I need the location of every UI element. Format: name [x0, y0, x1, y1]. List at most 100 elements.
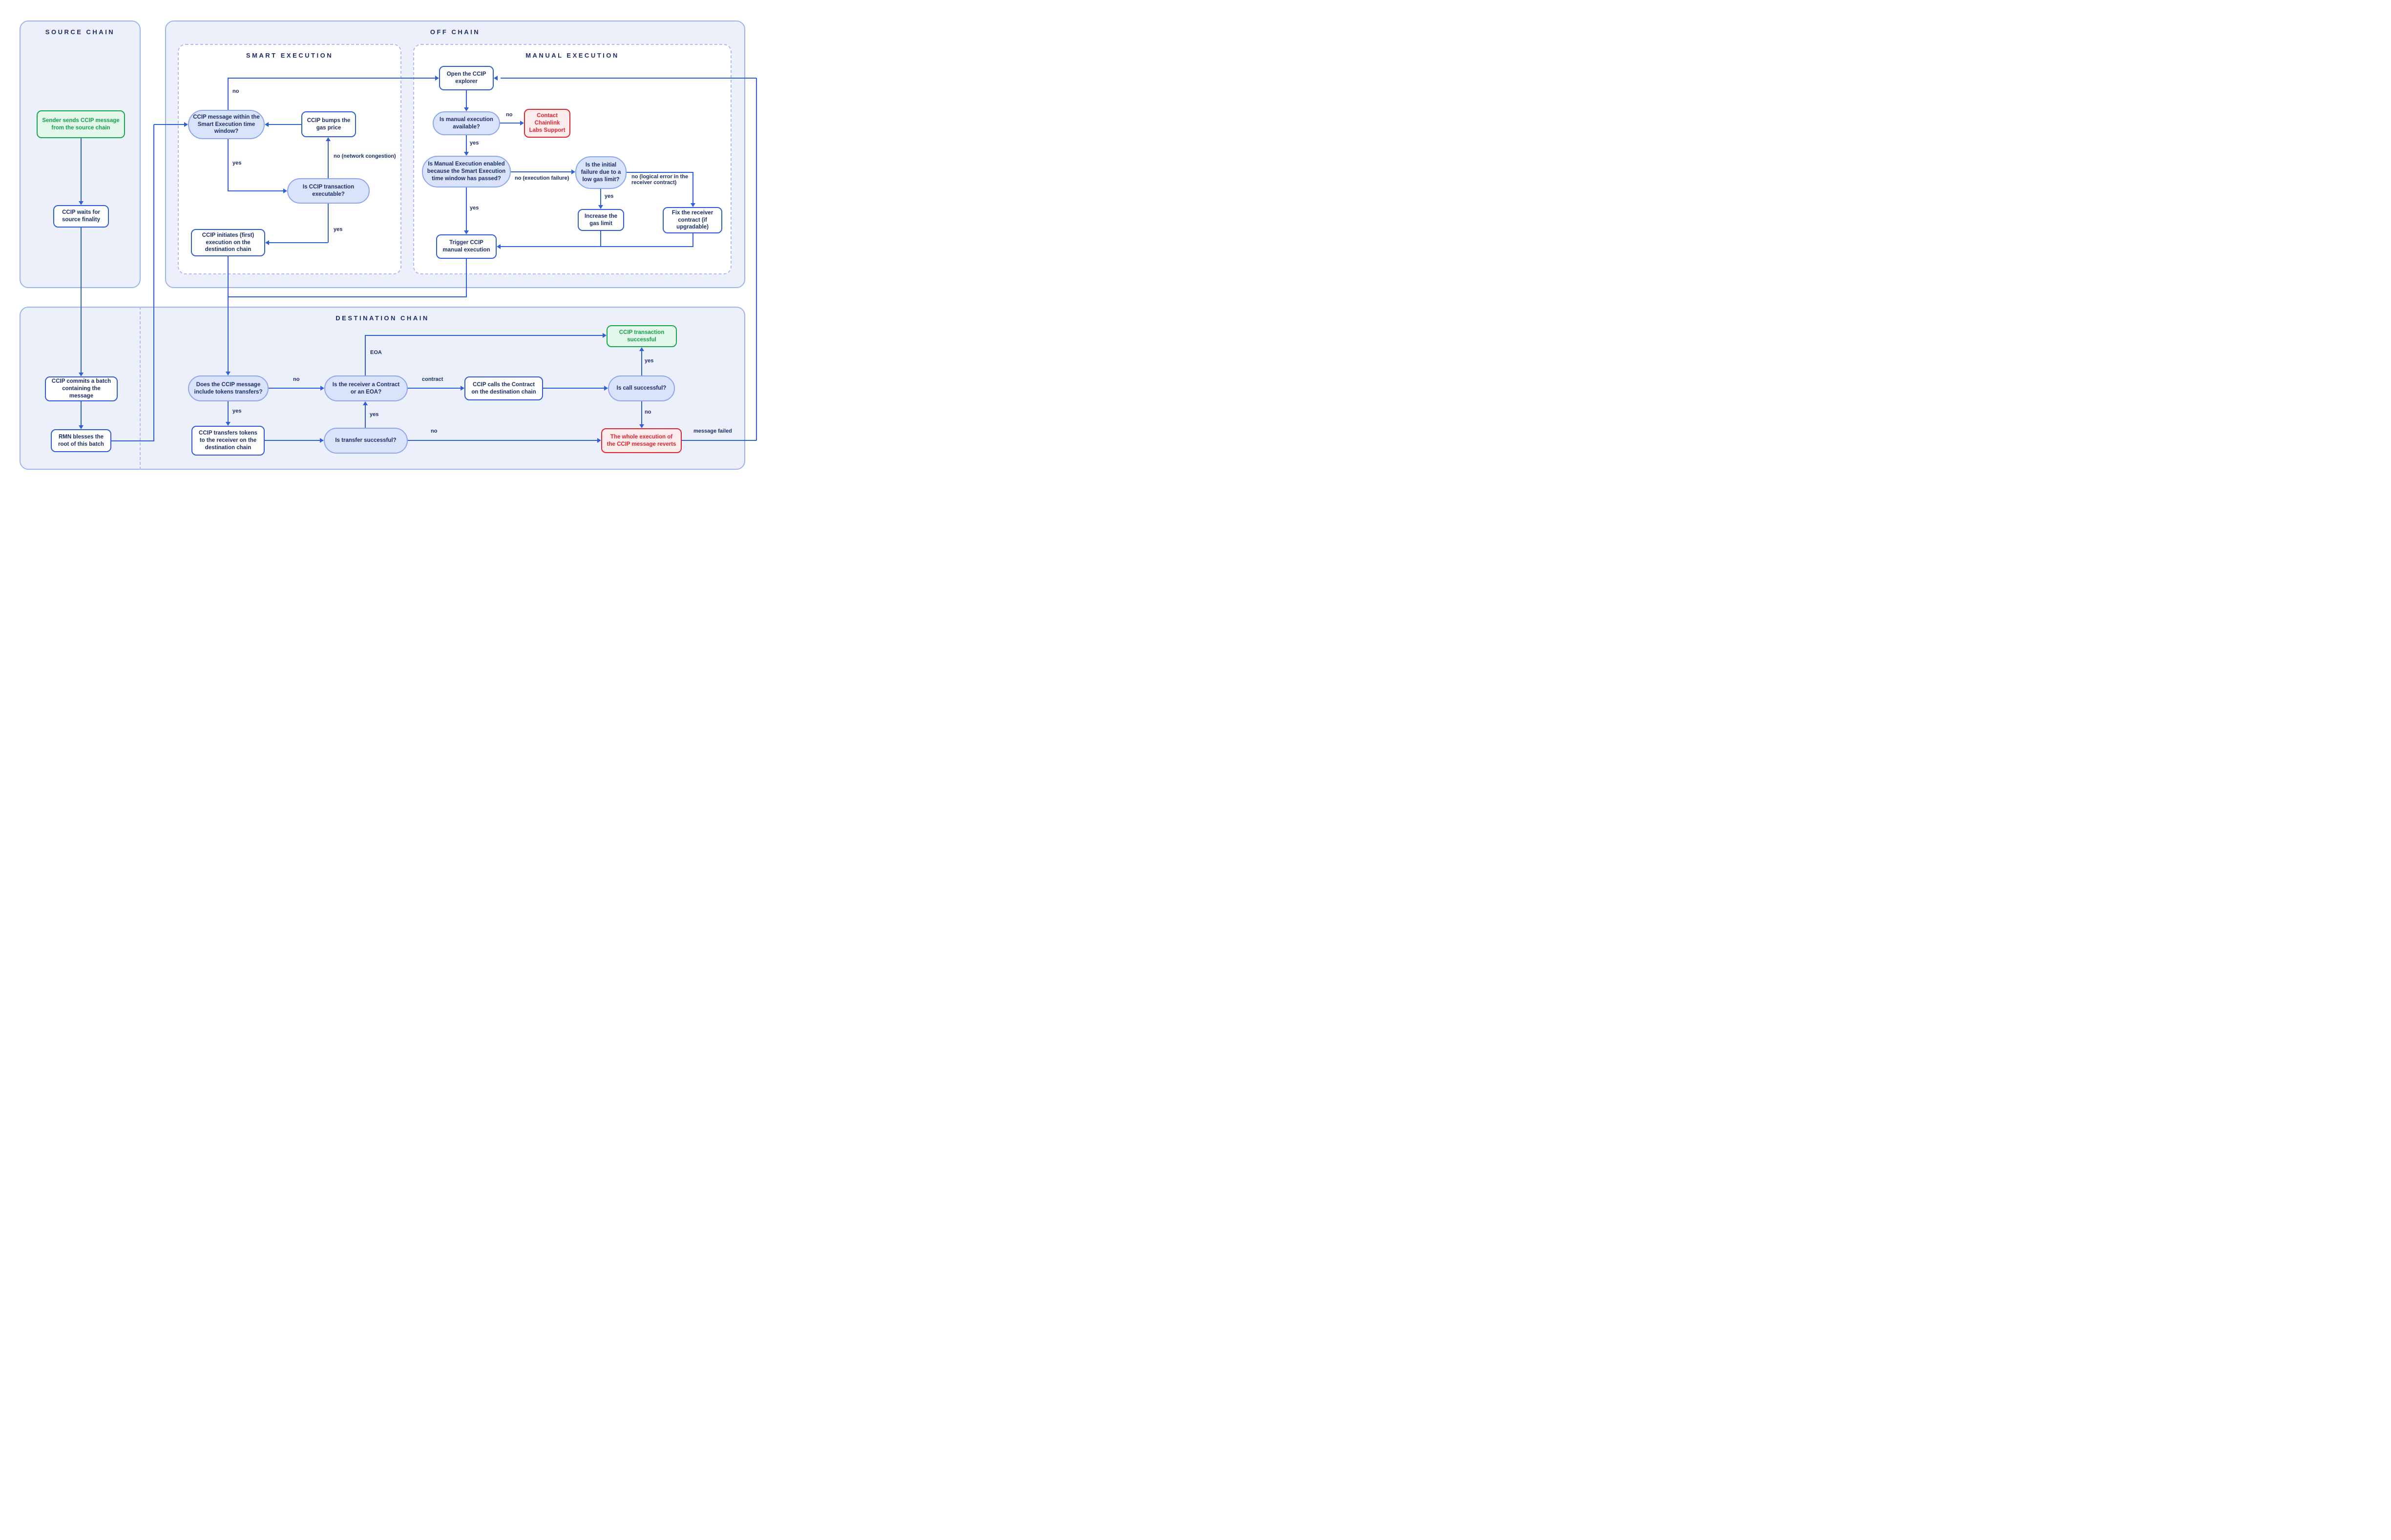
node-ccip-bumps-gas: CCIP bumps the gas price — [301, 111, 356, 137]
edge-calls-callsuccess — [543, 388, 604, 389]
ccip-execution-flowchart: SOURCE CHAIN OFF CHAIN SMART EXECUTION M… — [0, 0, 766, 493]
node-ccip-commits-batch: CCIP commits a batch containing the mess… — [45, 376, 118, 401]
edge-enabled-trigger — [466, 187, 467, 230]
edge-receiver-eoa-h — [365, 335, 603, 336]
arrow-manualavailable-enabled — [464, 152, 469, 156]
node-time-window-question: CCIP message within the Smart Execution … — [188, 110, 265, 139]
section-title-source-chain: SOURCE CHAIN — [45, 28, 115, 36]
label-manual-yes: yes — [470, 140, 479, 146]
label-manual-no: no — [506, 112, 513, 118]
edge-sender-waits — [81, 138, 82, 202]
node-low-gas-question: Is the initial failure due to a low gas … — [575, 156, 627, 189]
edge-tokens-transfers — [228, 401, 229, 422]
node-increase-gas-limit: Increase the gas limit — [578, 209, 624, 231]
label-call-no: no — [645, 409, 651, 415]
node-tokens-transfer-question: Does the CCIP message include tokens tra… — [188, 375, 269, 401]
edge-fixes-trigger-h — [501, 246, 693, 247]
destination-chain-divider — [140, 307, 141, 470]
arrow-timewindow-explorer — [435, 76, 439, 81]
edge-bumps-timewindow — [268, 124, 301, 125]
node-call-success-question: Is call successful? — [608, 375, 675, 401]
edge-executable-yes-v — [328, 204, 329, 243]
edge-rmn-timewindow-v — [153, 125, 154, 441]
arrow-receiver-calls — [461, 386, 464, 391]
arrow-timewindow-executable — [283, 188, 287, 193]
arrow-eoa-success — [603, 333, 607, 338]
arrow-manualavailable-contact — [520, 121, 524, 125]
edge-callsuccess-success — [641, 351, 642, 375]
edge-reverts-loop-h2 — [501, 78, 756, 79]
edge-lowgas-fix-h — [627, 172, 693, 173]
edge-timewindow-yes-h — [228, 190, 283, 191]
edge-transfersuccess-receiver — [365, 405, 366, 428]
edge-rmn-timewindow-h2 — [154, 124, 184, 125]
label-tokens-no: no — [293, 376, 300, 382]
arrow-enabled-lowgas — [571, 169, 575, 174]
edge-receiver-eoa-v — [365, 335, 366, 375]
node-open-ccip-explorer: Open the CCIP explorer — [439, 66, 494, 90]
node-contact-chainlink-support: Contact Chainlink Labs Support — [524, 109, 570, 138]
label-timewindow-no: no — [232, 88, 239, 94]
edge-trigger-merge-h — [228, 296, 467, 297]
arrow-executable-initiates — [265, 240, 269, 245]
label-logical-error: no (logical error in the receiver contra… — [631, 174, 689, 186]
section-title-smart-execution: SMART EXECUTION — [246, 52, 334, 59]
arrow-callsuccess-reverts — [639, 424, 644, 428]
arrow-loop-explorer — [494, 76, 498, 81]
section-source-chain: SOURCE CHAIN — [20, 21, 141, 288]
edge-initiates-tokens — [228, 256, 229, 373]
arrow-transfersuccess-receiver — [363, 401, 368, 405]
arrow-lowgas-fix — [691, 203, 695, 207]
arrow-tokens-transfers — [226, 422, 231, 426]
node-sender-sends-message: Sender sends CCIP message from the sourc… — [37, 110, 125, 138]
edge-explorer-manualavailable — [466, 90, 467, 107]
arrow-bumps-timewindow — [265, 122, 269, 127]
edge-callsuccess-reverts — [641, 401, 642, 424]
edge-transfers-transfersuccess — [265, 440, 320, 441]
arrow-transfers-transfersuccess — [320, 438, 324, 443]
node-rmn-blesses-root: RMN blesses the root of this batch — [51, 429, 111, 452]
label-call-yes: yes — [645, 358, 654, 364]
node-ccip-transfers-tokens: CCIP transfers tokens to the receiver on… — [191, 426, 265, 456]
arrow-enabled-trigger — [464, 230, 469, 234]
node-transfer-success-question: Is transfer successful? — [324, 428, 408, 454]
section-title-manual-execution: MANUAL EXECUTION — [525, 52, 619, 59]
node-manual-enabled-question: Is Manual Execution enabled because the … — [422, 156, 511, 187]
label-execution-failure: no (execution failure) — [515, 175, 569, 181]
arrow-commits-rmn — [79, 425, 84, 429]
edge-reverts-loop-v — [756, 78, 757, 440]
label-network-congestion: no (network congestion) — [334, 153, 396, 159]
edge-rmn-timewindow-h1 — [111, 440, 154, 441]
arrow-callsuccess-success — [639, 347, 644, 351]
node-executable-question: Is CCIP transaction executable? — [287, 178, 370, 204]
section-title-off-chain: OFF CHAIN — [430, 28, 481, 36]
edge-trigger-merge-v — [466, 259, 467, 297]
arrow-calls-callsuccess — [604, 386, 608, 391]
arrow-executable-bumps — [326, 137, 331, 141]
label-contract: contract — [422, 376, 443, 382]
edge-timewindow-yes-v — [228, 139, 229, 191]
node-ccip-transaction-successful: CCIP transaction successful — [607, 325, 677, 347]
label-lowgas-yes: yes — [605, 193, 614, 199]
label-eoa: EOA — [370, 350, 382, 355]
edge-waits-commits — [81, 228, 82, 373]
edge-manualavailable-contact — [500, 123, 520, 124]
arrow-explorer-manualavailable — [464, 107, 469, 111]
arrow-transfersuccess-reverts — [597, 438, 601, 443]
arrow-tokens-receiver — [320, 386, 324, 391]
arrow-fixes-trigger — [497, 244, 501, 249]
label-message-failed: message failed — [693, 428, 732, 434]
edge-increase-trigger-v — [600, 231, 601, 247]
arrow-rmn-timewindow — [184, 122, 188, 127]
edge-timewindow-no-h — [228, 78, 435, 79]
label-executable-yes: yes — [334, 227, 343, 232]
edge-tokens-receiver — [269, 388, 320, 389]
edge-timewindow-no-v — [228, 78, 229, 110]
arrow-initiates-tokens — [226, 372, 231, 375]
node-manual-available-question: Is manual execution available? — [433, 111, 500, 135]
edge-executable-bumps — [328, 141, 329, 178]
node-trigger-manual-execution: Trigger CCIP manual execution — [436, 234, 497, 259]
edge-fix-trigger-v — [692, 233, 693, 247]
label-transfer-no: no — [431, 428, 438, 434]
node-whole-execution-reverts: The whole execution of the CCIP message … — [601, 428, 682, 453]
